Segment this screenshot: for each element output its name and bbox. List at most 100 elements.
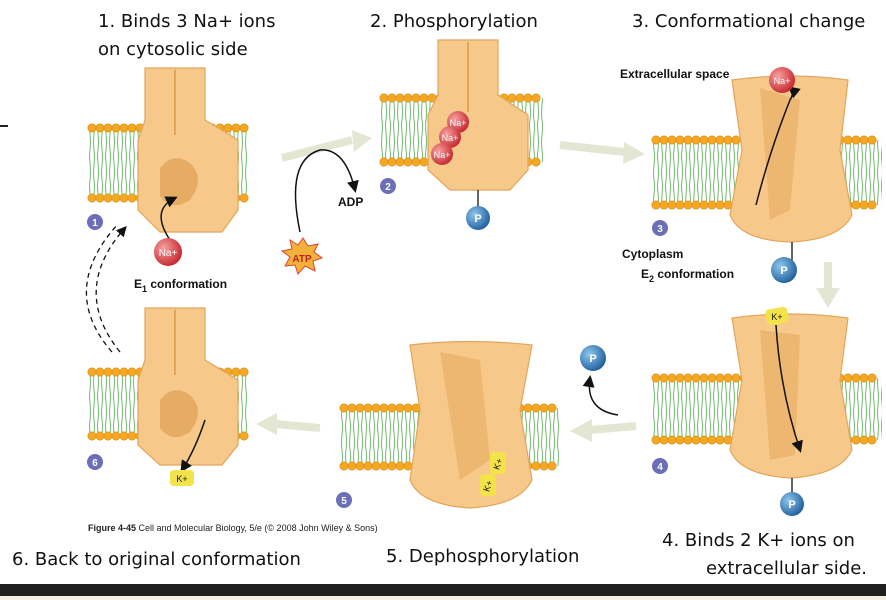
lipid-head xyxy=(403,157,413,167)
svg-text:3: 3 xyxy=(657,224,663,235)
lipid-head xyxy=(411,93,421,103)
lipid-head xyxy=(239,431,249,441)
panel-6-pump-protein xyxy=(137,307,239,466)
lipid-head xyxy=(419,93,429,103)
lipid-head xyxy=(87,123,97,133)
lipid-head xyxy=(539,461,549,471)
lipid-head xyxy=(111,193,121,203)
lipid-head xyxy=(683,135,693,145)
figure-number: Figure 4-45 xyxy=(88,523,137,533)
svg-text:K+: K+ xyxy=(771,312,782,322)
lipid-head xyxy=(731,135,741,145)
svg-text:4: 4 xyxy=(657,462,663,473)
figure-credit: Figure 4-45 Cell and Molecular Biology, … xyxy=(88,523,378,533)
atp-to-adp-arrow xyxy=(294,149,359,233)
svg-text:1: 1 xyxy=(92,218,98,229)
lipid-head xyxy=(239,123,249,133)
lipid-head xyxy=(683,373,693,383)
phosphate-group: P xyxy=(580,345,606,371)
lipid-head xyxy=(363,403,373,413)
lipid-head xyxy=(867,135,877,145)
lipid-head xyxy=(87,367,97,377)
lipid-head xyxy=(531,461,541,471)
svg-text:Na+: Na+ xyxy=(774,76,791,86)
step-badge-3: 3 xyxy=(652,220,668,236)
arrow-2-to-3 xyxy=(559,141,626,156)
lipid-head xyxy=(127,123,137,133)
lipid-head xyxy=(379,157,389,167)
lipid-head xyxy=(95,193,105,203)
lipid-head xyxy=(371,403,381,413)
sodium-ion: Na+ xyxy=(154,238,182,266)
lipid-head xyxy=(851,373,861,383)
lipid-head xyxy=(659,373,669,383)
arrow-5-to-6 xyxy=(274,420,321,432)
sodium-ion: Na+ xyxy=(439,126,461,148)
lipid-head xyxy=(859,135,869,145)
lipid-head xyxy=(387,157,397,167)
potassium-ion: K+ xyxy=(490,452,506,474)
e1-conformation-label: E1 conformation xyxy=(134,277,227,294)
svg-text:P: P xyxy=(474,213,481,225)
lipid-head xyxy=(387,461,397,471)
lipid-head xyxy=(675,200,685,210)
lipid-head xyxy=(87,193,97,203)
lipid-head xyxy=(675,373,685,383)
lipid-head xyxy=(95,431,105,441)
lipid-head xyxy=(707,435,717,445)
lipid-head xyxy=(659,135,669,145)
lipid-head xyxy=(379,93,389,103)
lipid-head xyxy=(851,135,861,145)
step-badge-2: 2 xyxy=(380,178,396,194)
potassium-ion: K+ xyxy=(480,474,496,496)
svg-text:ATP: ATP xyxy=(292,254,312,265)
step-1-caption-line1: 1. Binds 3 Na+ ions xyxy=(98,11,276,32)
lipid-head xyxy=(531,93,541,103)
step-badge-5: 5 xyxy=(336,492,352,508)
lipid-head xyxy=(675,135,685,145)
lipid-head xyxy=(403,93,413,103)
lipid-head xyxy=(515,93,525,103)
lipid-head xyxy=(715,435,725,445)
svg-text:2: 2 xyxy=(385,182,391,193)
lipid-head xyxy=(859,200,869,210)
lipid-head xyxy=(95,367,105,377)
cytoplasm-label: Cytoplasm xyxy=(622,247,683,261)
lipid-head xyxy=(651,200,661,210)
lipid-head xyxy=(339,403,349,413)
phosphate-group: P xyxy=(780,492,804,516)
lipid-head xyxy=(103,123,113,133)
lipid-head xyxy=(127,193,137,203)
lipid-head xyxy=(659,435,669,445)
lipid-head xyxy=(723,373,733,383)
step-2-caption: 2. Phosphorylation xyxy=(370,11,538,32)
lipid-head xyxy=(859,373,869,383)
lipid-head xyxy=(851,200,861,210)
return-arrow-6-to-1 xyxy=(95,226,127,353)
arrow-1-to-2 xyxy=(281,136,353,162)
lipid-head xyxy=(111,367,121,377)
lipid-head xyxy=(707,135,717,145)
lipid-head xyxy=(691,135,701,145)
potassium-ion: K+ xyxy=(765,306,789,326)
lipid-head xyxy=(523,403,533,413)
lipid-head xyxy=(683,200,693,210)
potassium-ion: K+ xyxy=(170,470,194,486)
lipid-head xyxy=(127,367,137,377)
svg-text:P: P xyxy=(788,499,795,511)
lipid-head xyxy=(347,403,357,413)
phosphate-group: P xyxy=(771,257,797,283)
phosphate-release-arrow xyxy=(582,375,619,416)
svg-text:K+: K+ xyxy=(491,457,504,471)
lipid-head xyxy=(95,123,105,133)
lipid-head xyxy=(699,435,709,445)
lipid-head xyxy=(119,123,129,133)
svg-text:Na+: Na+ xyxy=(442,133,459,143)
lipid-head xyxy=(119,367,129,377)
bottom-light-strip xyxy=(0,596,886,600)
lipid-head xyxy=(379,461,389,471)
panel-1-pump-protein xyxy=(137,67,239,233)
e2-conformation-label: E2 conformation xyxy=(641,267,734,284)
lipid-head xyxy=(231,123,241,133)
